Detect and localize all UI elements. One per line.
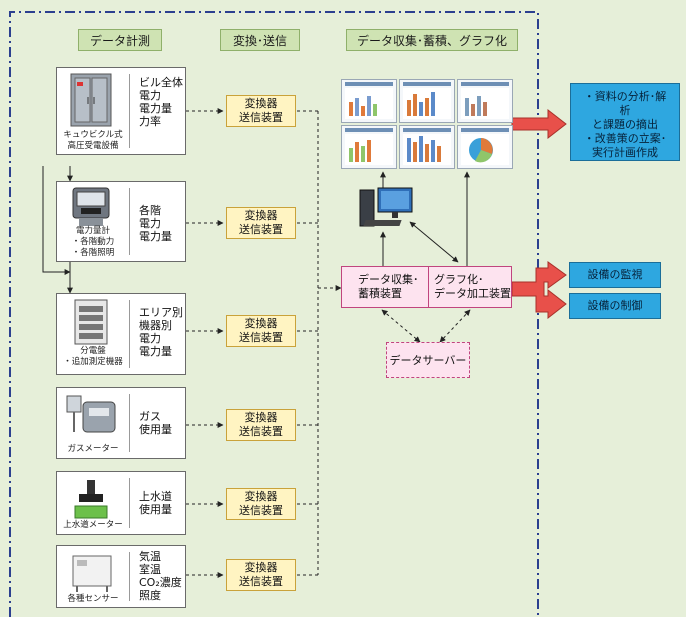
computer-icon (359, 187, 413, 227)
device-caption: ガスメーター (67, 444, 119, 454)
device-caption: 電力量計 ・各階動力 ・各階照明 (71, 226, 115, 258)
header-convert-transmit: 変換･送信 (220, 29, 300, 51)
converter-box: 変換器 送信装置 (226, 488, 296, 520)
device-measures: ガス 使用量 (139, 410, 172, 436)
equipment-control-box: 設備の制御 (569, 293, 661, 319)
separator (129, 552, 130, 601)
device-measures: 気温 室温 CO₂濃度 照度 (139, 550, 182, 602)
header-data-measurement: データ計測 (78, 29, 162, 51)
device-measures: エリア別 機器別 電力 電力量 (139, 306, 183, 358)
data-server-box: データサーバー (386, 342, 470, 378)
screen-thumb (457, 125, 513, 169)
converter-box: 変換器 送信装置 (226, 207, 296, 239)
device-sensors: 各種センサー 気温 室温 CO₂濃度 照度 (56, 545, 186, 608)
collect-divider (428, 267, 429, 307)
separator (129, 394, 130, 452)
screen-thumb (399, 79, 455, 123)
screen-thumb (341, 79, 397, 123)
device-cubicle: キュウビクル式 高圧受電設備 ビル全体 電力 電力量 力率 (56, 67, 186, 155)
screen-thumb (457, 79, 513, 123)
screen-thumb (399, 125, 455, 169)
device-measures: 上水道 使用量 (139, 490, 172, 516)
cubicle-icon (70, 73, 112, 127)
converter-box: 変換器 送信装置 (226, 559, 296, 591)
gas-meter-icon (66, 395, 116, 433)
device-caption: 各種センサー (67, 594, 119, 604)
device-caption: 上水道メーター (63, 520, 123, 530)
device-power-meter: 電力量計 ・各階動力 ・各階照明 各階 電力 電力量 (56, 181, 186, 262)
device-caption: 分電盤 ・追加測定機器 (63, 346, 123, 367)
device-measures: 各階 電力 電力量 (139, 204, 172, 243)
header-collect-store-graph: データ収集･蓄積、グラフ化 (346, 29, 518, 51)
data-collection-box: データ収集･ 蓄積装置 グラフ化･ データ加工装置 (341, 266, 512, 308)
converter-box: 変換器 送信装置 (226, 409, 296, 441)
separator (129, 300, 130, 368)
power-meter-icon (72, 187, 110, 226)
sensor-icon (72, 555, 112, 592)
graph-screens (341, 79, 513, 171)
separator (129, 478, 130, 528)
water-meter-icon (74, 480, 108, 519)
device-caption: キュウビクル式 高圧受電設備 (63, 130, 123, 151)
converter-box: 変換器 送信装置 (226, 315, 296, 347)
screen-thumb (341, 125, 397, 169)
graph-processing-label: グラフ化･ データ加工装置 (434, 273, 511, 300)
device-distribution-board: 分電盤 ・追加測定機器 エリア別 機器別 電力 電力量 (56, 293, 186, 375)
separator (129, 74, 130, 148)
converter-box: 変換器 送信装置 (226, 95, 296, 127)
device-water-meter: 上水道メーター 上水道 使用量 (56, 471, 186, 535)
distribution-board-icon (74, 299, 108, 345)
analysis-box: ・資料の分析･解析 と課題の摘出 ・改善策の立案･ 実行計画作成 (570, 83, 680, 161)
separator (129, 188, 130, 255)
equipment-monitoring-box: 設備の監視 (569, 262, 661, 288)
device-measures: ビル全体 電力 電力量 力率 (139, 76, 183, 128)
device-gas-meter: ガスメーター ガス 使用量 (56, 387, 186, 459)
collect-storage-label: データ収集･ 蓄積装置 (358, 273, 419, 300)
